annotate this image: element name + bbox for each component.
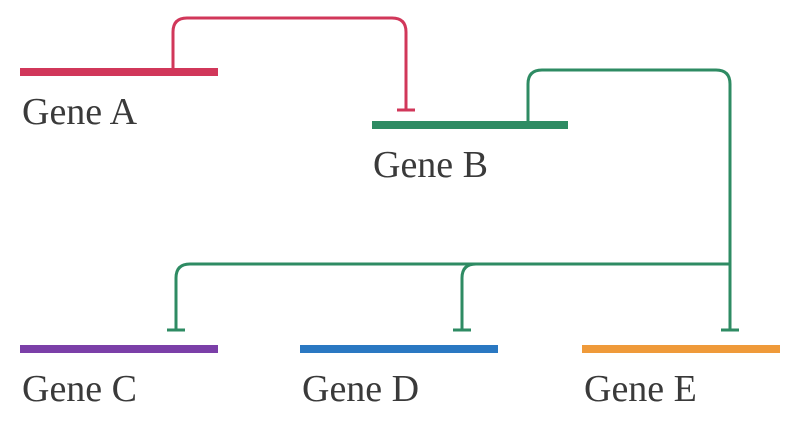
edge-b-trunk <box>526 68 732 330</box>
edge-b-to-d-line <box>460 262 477 330</box>
gene-c: Gene C <box>20 345 218 410</box>
gene-e-label: Gene E <box>584 368 697 410</box>
edge-a-to-b-line <box>171 16 408 110</box>
gene-a: Gene A <box>20 68 218 133</box>
gene-c-label: Gene C <box>22 368 137 410</box>
edge-b-to-targets <box>167 68 739 332</box>
gene-b: Gene B <box>372 121 568 186</box>
gene-b-label: Gene B <box>373 144 488 186</box>
edge-a-to-b <box>171 16 415 112</box>
gene-d-label: Gene D <box>302 368 419 410</box>
gene-a-label: Gene A <box>22 91 138 133</box>
gene-e: Gene E <box>582 345 780 410</box>
edge-b-to-c-line <box>174 262 730 330</box>
gene-d: Gene D <box>300 345 498 410</box>
